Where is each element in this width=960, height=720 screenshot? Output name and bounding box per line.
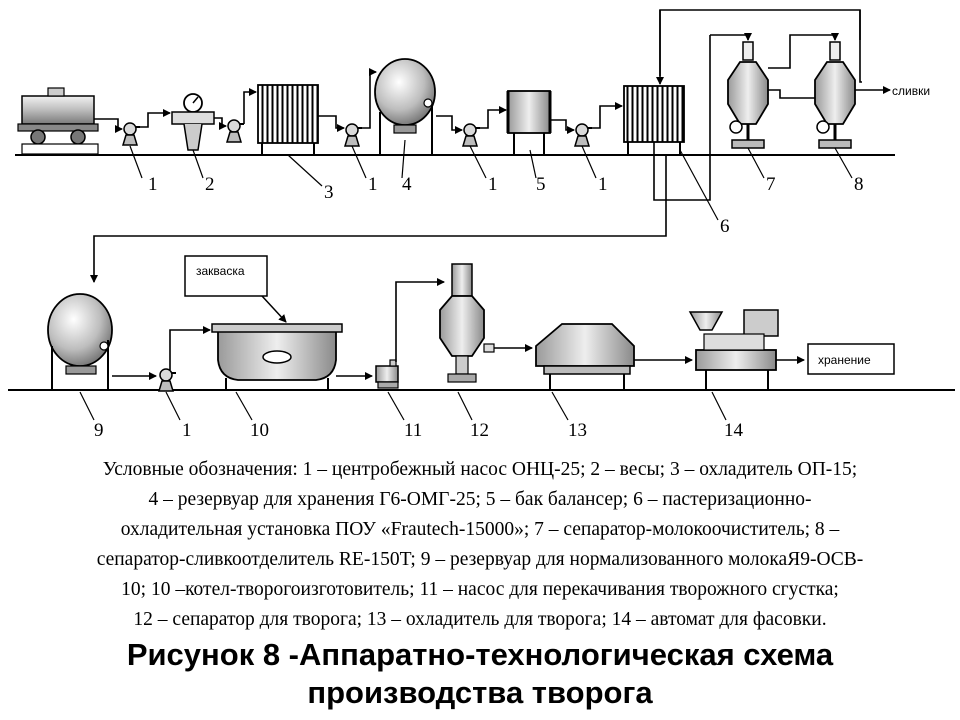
storage-label: хранение <box>818 353 871 367</box>
label-1e: 1 <box>182 420 192 441</box>
milk-tanker <box>17 87 99 155</box>
separator-8 <box>814 41 856 149</box>
legend-line: сепаратор-сливкоотделитель RE-150T; 9 – … <box>96 549 864 570</box>
figure-caption: Рисунок 8 -Аппаратно-технологическая схе… <box>0 636 960 712</box>
label-13: 13 <box>568 420 587 441</box>
top-row-pipes <box>94 9 891 201</box>
legend-line: 12 – сепаратор для творога; 13 – охладит… <box>133 609 827 630</box>
curd-vat-10 <box>211 323 343 390</box>
curd-separator-12 <box>439 263 495 383</box>
storage-box: хранение <box>807 343 895 375</box>
pump-1a <box>122 122 141 146</box>
label-11: 11 <box>404 420 422 441</box>
label-4: 4 <box>402 174 412 195</box>
caption-line: Рисунок 8 -Аппаратно-технологическая схе… <box>126 637 834 672</box>
label-10: 10 <box>250 420 269 441</box>
label-2: 2 <box>205 174 215 195</box>
pasteurizer-6 <box>623 85 685 155</box>
label-1b: 1 <box>368 174 378 195</box>
label-5: 5 <box>536 174 546 195</box>
label-8: 8 <box>854 174 864 195</box>
legend-line: 10; 10 –котел-творогоизготовитель; 11 – … <box>121 579 839 600</box>
packaging-machine-14 <box>688 309 779 390</box>
scale-2 <box>171 93 215 151</box>
normalized-milk-tank-9 <box>47 293 113 390</box>
label-1c: 1 <box>488 174 498 195</box>
legend-line: 4 – резервуар для хранения Г6-ОМГ-25; 5 … <box>148 489 812 510</box>
legend-line: Условные обозначения: 1 – центробежный н… <box>102 459 858 480</box>
label-12: 12 <box>470 420 489 441</box>
return-pipe-to-row2 <box>90 155 667 283</box>
bottom-leaders <box>79 391 727 421</box>
pump-1c <box>462 123 481 147</box>
cream-output-label: сливки <box>892 84 930 98</box>
label-9: 9 <box>94 420 104 441</box>
curd-cooler-13 <box>535 323 635 390</box>
label-6: 6 <box>720 216 730 237</box>
label-14: 14 <box>724 420 744 441</box>
bottom-row-pipes <box>112 278 805 380</box>
storage-tank-4 <box>374 58 436 155</box>
label-7: 7 <box>766 174 776 195</box>
pump-1b <box>344 123 363 147</box>
starter-box: закваска <box>184 255 287 323</box>
curd-pump-11 <box>375 359 399 389</box>
pump-1d <box>574 123 593 147</box>
pump-1e <box>158 368 177 392</box>
pump-1-after-scale <box>226 119 245 143</box>
balance-tank-5 <box>506 90 552 155</box>
label-1d: 1 <box>598 174 608 195</box>
equipment-numbers: 1 2 3 1 4 1 5 1 6 7 8 сливки 9 1 10 11 1… <box>94 84 930 441</box>
caption-line: производства творога <box>307 675 653 710</box>
label-1a: 1 <box>148 174 158 195</box>
process-flow-diagram: закваска хранение <box>8 9 955 441</box>
separator-7 <box>727 41 769 149</box>
legend-line: охладительная установка ПОУ «Frautech-15… <box>120 519 840 540</box>
starter-label: закваска <box>196 264 245 278</box>
legend: Условные обозначения: 1 – центробежный н… <box>6 455 954 635</box>
top-leaders <box>129 139 853 221</box>
label-3: 3 <box>324 182 334 203</box>
cooler-3 <box>257 84 319 155</box>
